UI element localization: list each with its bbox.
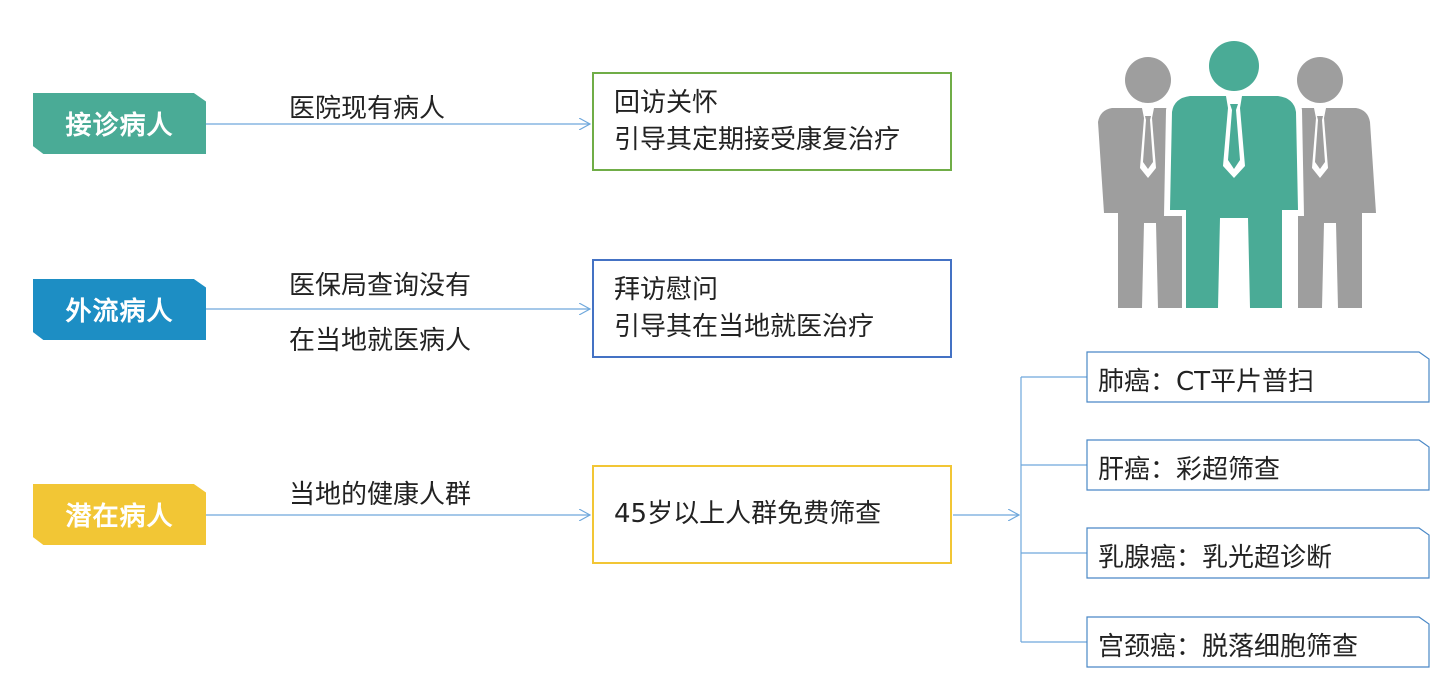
screening-item-liver: 肝癌：彩超筛查 (1098, 455, 1281, 485)
target-line: 引导其在当地就医治疗 (614, 311, 875, 342)
target-line: 引导其定期接受康复治疗 (614, 124, 901, 155)
screening-item-breast: 乳腺癌：乳光超诊断 (1098, 543, 1333, 573)
screening-item-cervical: 宫颈癌：脱落细胞筛查 (1098, 632, 1359, 662)
screening-border (1086, 351, 1430, 403)
screening-item-lung: 肺癌：CT平片普扫 (1098, 367, 1315, 397)
tag-outflow-patients: 外流病人 (33, 279, 206, 340)
target-box-row-1: 回访关怀 引导其定期接受康复治疗 (592, 72, 952, 171)
tag-reception-patients: 接诊病人 (33, 93, 206, 154)
screening-border (1086, 527, 1430, 579)
flow-label-row-2-line-1: 医保局查询没有 (289, 271, 472, 301)
target-box-row-2: 拜访慰问 引导其在当地就医治疗 (592, 259, 952, 358)
flow-label-row-2-line-2: 在当地就医病人 (289, 326, 472, 356)
person-center-icon (1170, 41, 1298, 308)
target-line: 拜访慰问 (614, 274, 719, 305)
screening-border (1086, 616, 1430, 668)
business-people-icon (1098, 38, 1376, 313)
target-box-row-3: 45岁以上人群免费筛查 (592, 465, 952, 564)
flow-label-row-3: 当地的健康人群 (289, 480, 472, 510)
target-line: 45岁以上人群免费筛查 (614, 499, 882, 529)
tag-potential-patients: 潜在病人 (33, 484, 206, 545)
screening-border (1086, 439, 1430, 491)
person-right-icon (1282, 57, 1376, 308)
flow-label-row-1: 医院现有病人 (289, 94, 446, 124)
target-line: 回访关怀 (614, 87, 719, 118)
